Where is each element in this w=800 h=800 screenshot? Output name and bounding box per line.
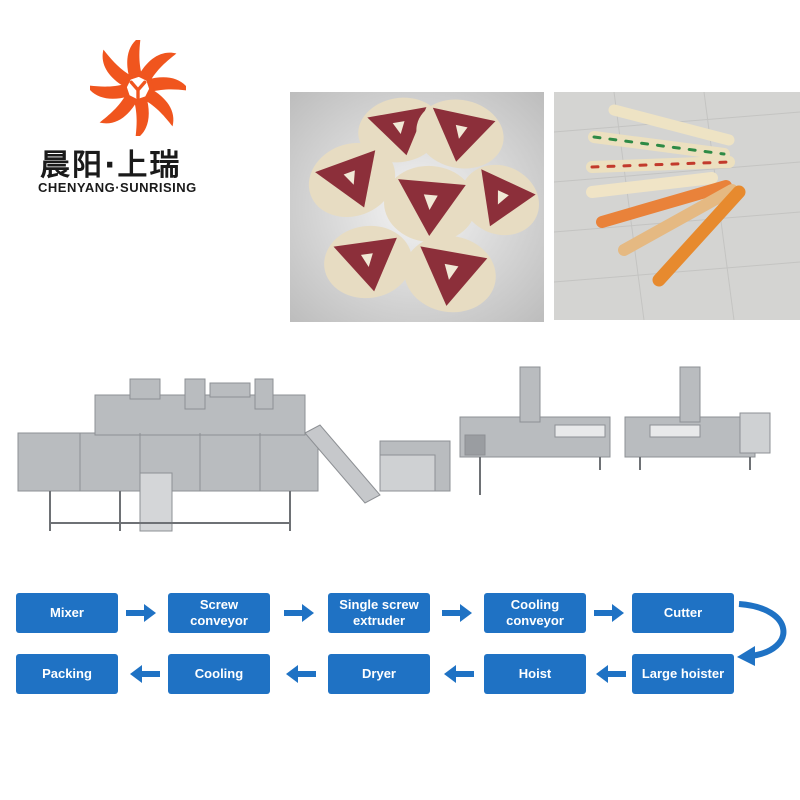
brand-name-english: CHENYANG·SUNRISING: [38, 180, 197, 195]
left-arrow-icon: [596, 665, 626, 683]
left-arrow-icon: [130, 665, 160, 683]
flow-step-cooling-conveyor: Cooling conveyor: [484, 593, 586, 633]
right-arrow-icon: [284, 604, 314, 622]
right-arrow-icon: [442, 604, 472, 622]
flow-step-cooling: Cooling: [168, 654, 270, 694]
right-arrow-icon: [126, 604, 156, 622]
flow-step-large-hoister: Large hoister: [632, 654, 734, 694]
pinwheel-logo-icon: [90, 40, 186, 136]
flow-step-cutter: Cutter: [632, 593, 734, 633]
left-arrow-icon: [286, 665, 316, 683]
flow-step-hoist: Hoist: [484, 654, 586, 694]
flow-step-dryer: Dryer: [328, 654, 430, 694]
flow-step-mixer: Mixer: [16, 593, 118, 633]
flow-step-single-screw-extruder: Single screw extruder: [328, 593, 430, 633]
flow-step-packing: Packing: [16, 654, 118, 694]
flow-step-screw-conveyor: Screw conveyor: [168, 593, 270, 633]
product-photo-chew-sticks: [554, 92, 800, 320]
brand-logo: 晨阳·上瑞 CHENYANG·SUNRISING: [30, 40, 230, 200]
production-line-photo: [10, 355, 790, 550]
left-arrow-icon: [444, 665, 474, 683]
product-photo-chew-slices: [290, 92, 544, 322]
brand-name-chinese: 晨阳·上瑞: [40, 148, 182, 183]
right-arrow-icon: [594, 604, 624, 622]
curved-down-arrow-icon: [737, 601, 787, 666]
